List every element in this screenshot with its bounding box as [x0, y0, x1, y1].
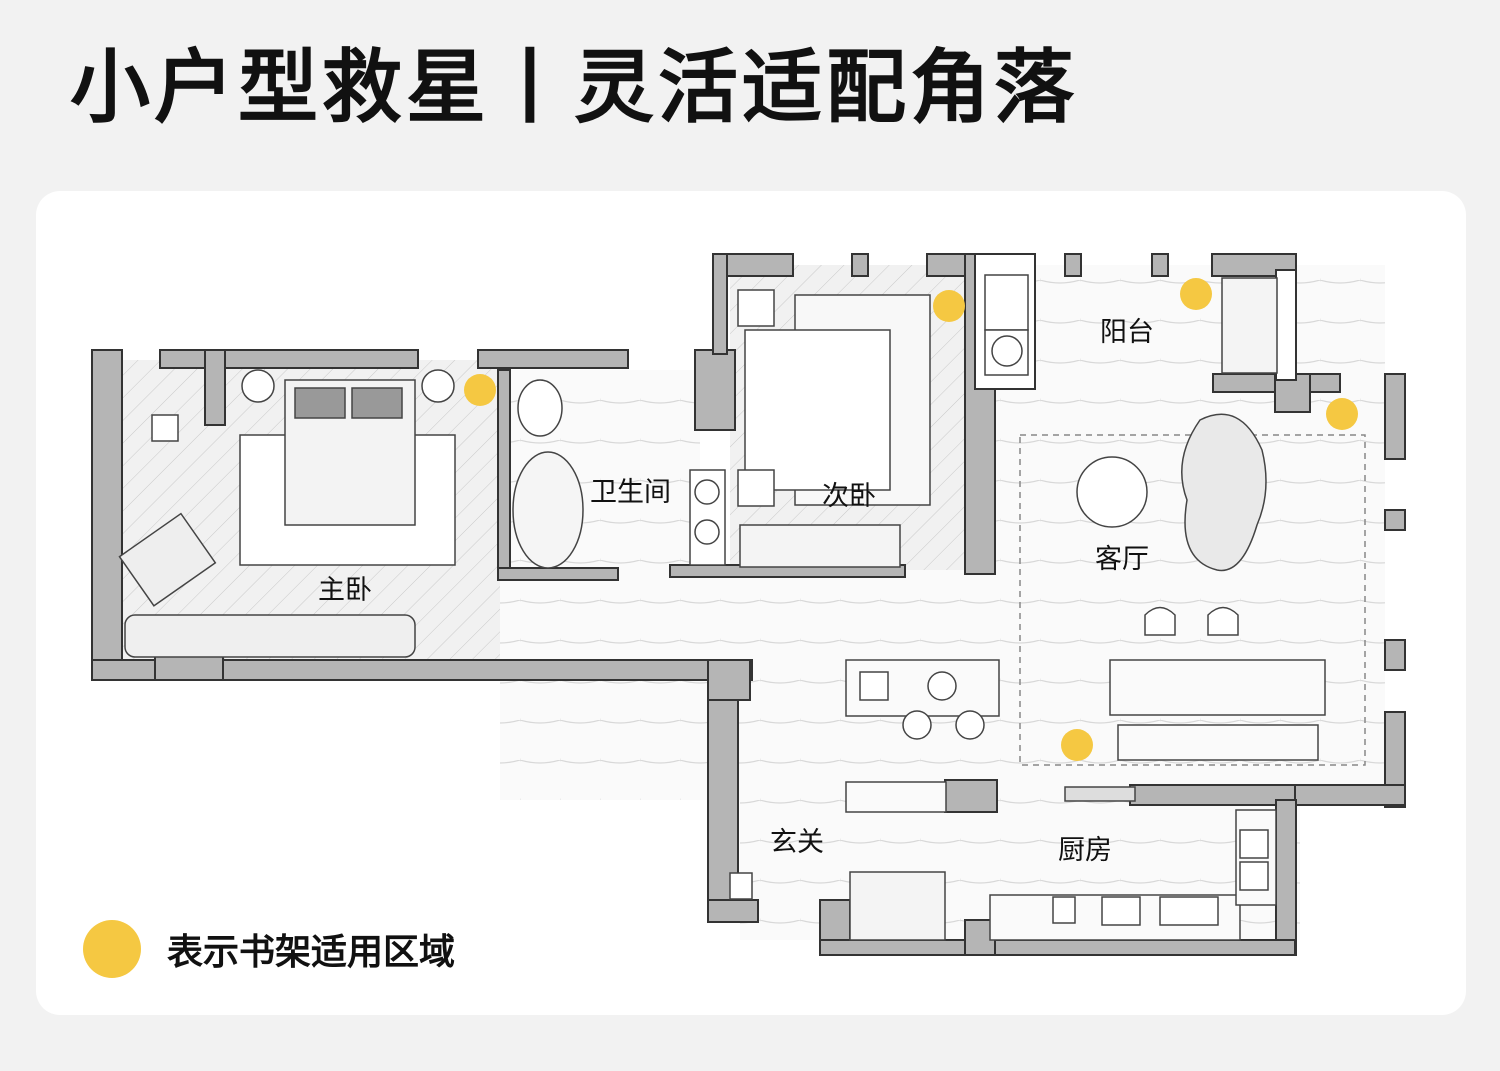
legend-label: 表示书架适用区域 [167, 932, 456, 973]
legend: 表示书架适用区域 [83, 920, 455, 978]
page-title: 小户型救星丨灵活适配角落 [70, 41, 1078, 134]
room-label-living-room: 客厅 [1095, 544, 1149, 575]
bookshelf-marker [1326, 398, 1358, 430]
room-label-bathroom: 卫生间 [590, 477, 671, 508]
bookshelf-marker [1061, 729, 1093, 761]
bookshelf-marker [1180, 278, 1212, 310]
bookshelf-marker [464, 374, 496, 406]
room-label-balcony: 阳台 [1100, 317, 1154, 348]
room-label-kitchen: 厨房 [1058, 835, 1112, 866]
room-label-master-bedroom: 主卧 [318, 575, 372, 606]
bookshelf-markers [464, 278, 1358, 761]
room-label-entrance: 玄关 [770, 827, 824, 858]
legend-marker-icon [83, 920, 141, 978]
bookshelf-marker [933, 290, 965, 322]
walls [91, 253, 1406, 956]
room-label-second-bedroom: 次卧 [822, 481, 876, 512]
furniture [118, 274, 1366, 941]
